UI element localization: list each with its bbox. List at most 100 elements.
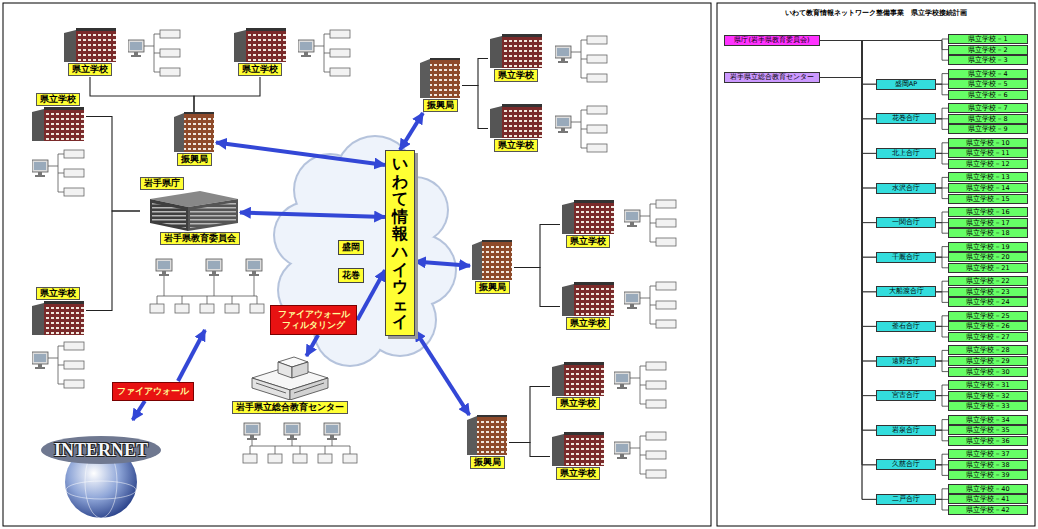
- branch-box: 久慈合庁: [876, 459, 936, 470]
- box-label: 県立学校－31: [966, 381, 1009, 389]
- connector-line: [820, 78, 876, 258]
- box-label: 県立学校－16: [966, 208, 1009, 216]
- network-arrow: [133, 401, 145, 420]
- connector-line: [936, 188, 948, 199]
- box-label: 県庁(岩手県教育委員会): [734, 36, 809, 45]
- school-box: 県立学校－9: [948, 124, 1028, 134]
- box-label: 県立学校－15: [966, 195, 1009, 203]
- connector-line: [936, 247, 948, 258]
- school-box: 県立学校－40: [948, 484, 1028, 494]
- school-box: 県立学校－19: [948, 242, 1028, 252]
- box-label: 県立学校－13: [966, 173, 1009, 181]
- box-label: 県立学校－4: [968, 70, 1007, 78]
- box-label: 県立学校－2: [968, 46, 1007, 54]
- network-arrow: [216, 142, 385, 165]
- box-label: 県立学校－12: [966, 160, 1009, 168]
- highway-box: いわて情報ハイウェイ: [385, 150, 415, 336]
- building-label: 県立学校: [238, 63, 282, 76]
- school-box: 県立学校－31: [948, 380, 1028, 390]
- monitor: [246, 259, 262, 276]
- committee-lan: [150, 259, 264, 313]
- building-label: 県立学校: [556, 397, 600, 410]
- branch-box: 北上合庁: [876, 148, 936, 159]
- box-label: 遠野合庁: [892, 357, 920, 366]
- box-label: 釜石合庁: [892, 322, 920, 331]
- building-label: 県立学校: [36, 287, 80, 300]
- school-building: [490, 34, 542, 68]
- center-building: [252, 357, 328, 400]
- school-box: 県立学校－14: [948, 183, 1028, 193]
- school-box: 県立学校－38: [948, 460, 1028, 470]
- box-label: 県立学校－27: [966, 333, 1009, 341]
- school-building: [64, 28, 116, 62]
- internet-globe: INTERNET: [40, 420, 162, 520]
- box-label: 県立学校－19: [966, 243, 1009, 251]
- connector-line: [820, 78, 876, 396]
- connector-line: [936, 119, 948, 130]
- terminal: [268, 454, 282, 463]
- school-box: 県立学校－8: [948, 114, 1028, 124]
- box-label: 県立学校－36: [966, 437, 1009, 445]
- branch-box: 遠野合庁: [876, 356, 936, 367]
- box-label: 県立学校－18: [966, 229, 1009, 237]
- box-label: 県立学校－39: [966, 471, 1009, 479]
- connector-line: [820, 78, 876, 500]
- school-building: [552, 362, 604, 396]
- office-building: [174, 112, 214, 152]
- connector-line: [936, 212, 948, 223]
- terminal: [318, 454, 332, 463]
- office-building: [467, 415, 507, 455]
- box-label: 県立学校－37: [966, 450, 1009, 458]
- terminal: [225, 304, 239, 313]
- box-label: 県立学校－29: [966, 357, 1009, 365]
- connector-line: [462, 86, 488, 129]
- office-building-node: 振興局: [470, 240, 514, 295]
- school-box: 県立学校－12: [948, 159, 1028, 169]
- pc-set: [614, 362, 666, 408]
- school-box: 県立学校－5: [948, 79, 1028, 89]
- school-box: 県立学校－26: [948, 321, 1028, 331]
- chart-title: いわて教育情報ネットワーク整備事業 県立学校接続計画: [720, 9, 1032, 18]
- site-label: 花巻: [342, 270, 360, 281]
- school-building-node: 県立学校: [488, 34, 544, 83]
- box-label: 盛岡AP: [895, 80, 917, 89]
- school-box: 県立学校－16: [948, 207, 1028, 217]
- school-box: 県立学校－2: [948, 45, 1028, 55]
- connector-line: [820, 41, 876, 292]
- network-arrow: [415, 262, 470, 266]
- connector-line: [820, 78, 876, 119]
- connector-line: [936, 74, 948, 85]
- connector-line: [820, 41, 876, 431]
- connector-line: [936, 84, 948, 95]
- school-box: 県立学校－3: [948, 55, 1028, 65]
- school-box: 県立学校－13: [948, 172, 1028, 182]
- box-label: 県立学校－26: [966, 322, 1009, 330]
- connector-line: [936, 385, 948, 396]
- box-label: 岩泉合庁: [892, 426, 920, 435]
- office-building: [420, 58, 460, 98]
- box-label: 県立学校－21: [966, 264, 1009, 272]
- school-box: 県立学校－42: [948, 505, 1028, 515]
- school-building-node: 県立学校: [232, 28, 288, 77]
- school-building: [30, 107, 86, 141]
- school-box: 県立学校－29: [948, 356, 1028, 366]
- connector-line: [820, 41, 876, 119]
- firewall-box: ファイアウォール: [112, 382, 194, 401]
- school-box: 県立学校－37: [948, 449, 1028, 459]
- pc-set: [128, 30, 180, 76]
- globe-shape: [41, 436, 161, 518]
- building-label: 岩手県立総合教育センター: [232, 401, 348, 414]
- school-building-node: 県立学校: [30, 92, 86, 141]
- connector-line: [936, 465, 948, 476]
- site-box: 盛岡: [338, 240, 364, 255]
- terminal: [293, 454, 307, 463]
- connector-line: [820, 78, 876, 465]
- box-label: 千厩合庁: [892, 253, 920, 262]
- box-label: 県立学校－5: [968, 80, 1007, 88]
- firewall-label: ファイアウォール フィルタリング: [275, 309, 352, 331]
- school-box: 県立学校－30: [948, 367, 1028, 377]
- school-box: 県立学校－32: [948, 391, 1028, 401]
- connector-line: [936, 108, 948, 119]
- branch-box: 千厩合庁: [876, 252, 936, 263]
